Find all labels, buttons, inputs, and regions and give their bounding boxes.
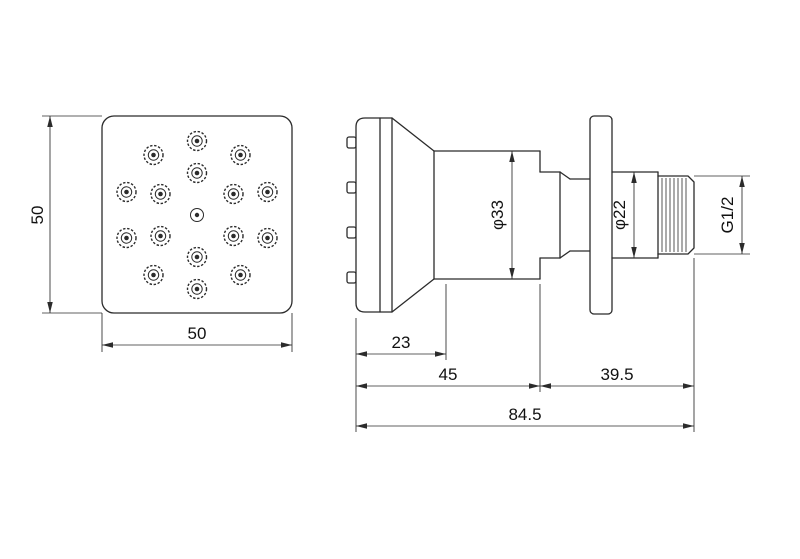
dimension-front-width: 50 — [101, 313, 293, 352]
dimension-front-height: 50 — [28, 115, 102, 314]
dim-label-overall-length: 84.5 — [508, 405, 541, 424]
nozzle-bump — [346, 271, 357, 284]
thread-hatching — [661, 178, 687, 252]
dim-label-rear-length: 39.5 — [600, 365, 633, 384]
dimension-body-diameter: φ33 — [488, 151, 515, 279]
center-screw — [190, 208, 204, 222]
wall-flange — [589, 115, 613, 315]
dim-label-head-length: 45 — [439, 365, 458, 384]
dim-label-face-depth: 23 — [392, 333, 411, 352]
dim-label-front-height: 50 — [28, 206, 47, 225]
center-screw-dot — [194, 212, 200, 218]
dimension-overall-length: 84.5 — [356, 405, 694, 429]
collar-chamfer-bottom — [559, 250, 571, 259]
center-screw-ring — [190, 208, 204, 222]
front-view — [101, 115, 293, 314]
thread-outline — [657, 175, 695, 255]
collar-chamfer-top — [559, 171, 571, 180]
side-view — [346, 115, 695, 315]
cone-edge-top — [391, 117, 435, 152]
dim-label-front-width: 50 — [188, 324, 207, 343]
dimension-rear-length: 39.5 — [540, 258, 695, 432]
dimension-face-depth: 23 — [355, 284, 447, 432]
dim-label-pipe-diameter: φ22 — [610, 200, 629, 230]
nozzle-bump — [346, 136, 357, 149]
nozzle-bump — [346, 226, 357, 239]
spray-face-plate — [355, 117, 393, 313]
nozzle-bump — [346, 181, 357, 194]
dimension-head-length: 45 — [356, 284, 541, 392]
dimension-pipe-diameter: φ22 — [610, 172, 637, 258]
dim-label-thread-size: G1/2 — [718, 197, 737, 234]
dimension-thread-size: G1/2 — [694, 175, 750, 255]
dim-label-body-diameter: φ33 — [488, 200, 507, 230]
cone-edge-bottom — [391, 278, 435, 313]
